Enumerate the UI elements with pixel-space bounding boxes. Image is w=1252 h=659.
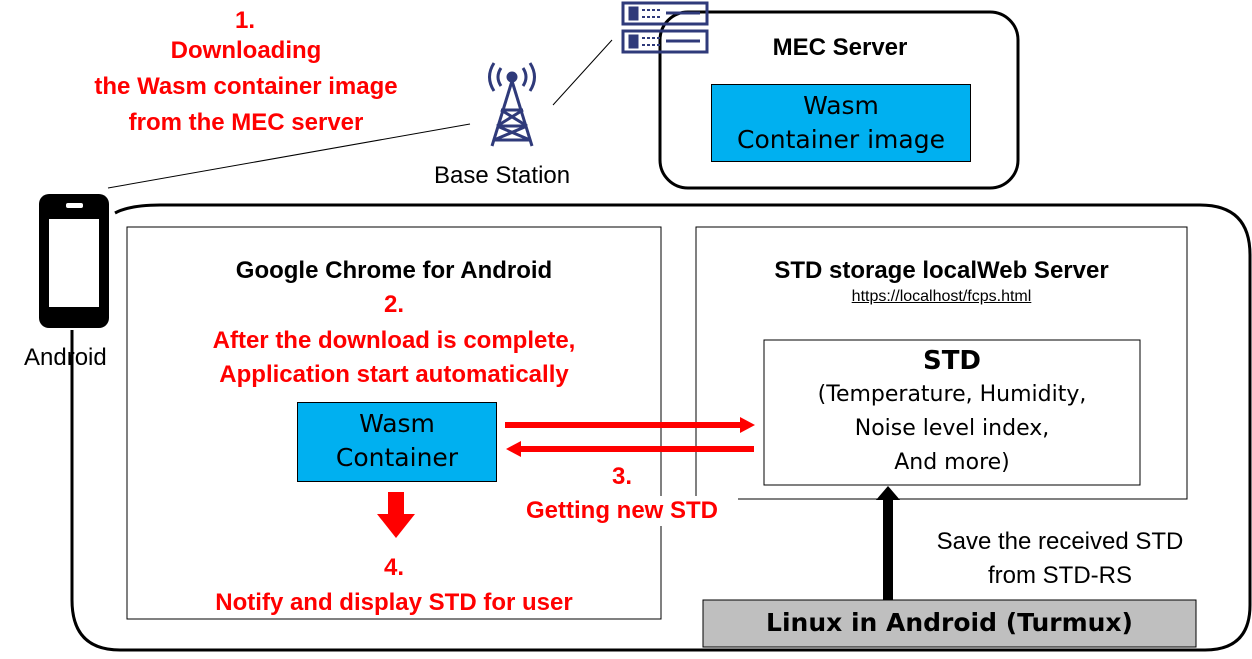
mec-wasm-image-line2: Container image (737, 125, 945, 154)
arrow-container-to-std (505, 417, 755, 433)
mec-server-box (658, 10, 1020, 190)
std-box (763, 339, 1141, 486)
base-station-icon (488, 62, 536, 147)
step2-line1: After the download is complete, (212, 327, 576, 354)
linux-label: Linux in Android (Turmux) (766, 608, 1133, 637)
base-station-label: Base Station (434, 162, 571, 189)
android-frame (70, 203, 1252, 652)
server-rack-icon (621, 1, 709, 54)
step1-line1: Downloading (170, 37, 322, 64)
local-server-url[interactable]: https://localhost/fcps.html (851, 288, 1032, 305)
step1-number: 1. (234, 7, 255, 34)
std-line3: And more) (894, 450, 1010, 475)
local-server-title: STD storage localWeb Server (774, 257, 1109, 284)
step1-line3: from the MEC server (128, 109, 364, 136)
step4-number: 4. (383, 554, 404, 581)
step2-line2: Application start automatically (219, 361, 569, 388)
mec-wasm-image: Wasm Container image (711, 84, 971, 162)
linux-box (702, 599, 1197, 648)
android-label: Android (24, 344, 107, 371)
tower-to-server-line (552, 39, 613, 106)
mec-server-title: MEC Server (772, 34, 908, 61)
mec-wasm-image-line1: Wasm (803, 91, 879, 120)
android-phone-icon (39, 194, 109, 328)
step3-text: Getting new STD (506, 496, 738, 526)
save-note-line1: Save the received STD (936, 528, 1184, 555)
up-arrow (876, 486, 900, 600)
wasm-container-line2: Container (335, 443, 459, 472)
step4-text: Notify and display STD for user (215, 589, 573, 616)
step2-number: 2. (383, 291, 404, 318)
wasm-container-line1: Wasm (359, 409, 435, 438)
wasm-container: Wasm Container (297, 402, 497, 482)
phone-to-tower-line (107, 123, 471, 189)
std-title: STD (922, 346, 982, 376)
chrome-title: Google Chrome for Android (235, 257, 553, 284)
std-line2: Noise level index, (854, 416, 1050, 441)
down-arrow (377, 492, 415, 538)
step1-line2: the Wasm container image (94, 73, 398, 100)
std-line1: (Temperature, Humidity, (817, 382, 1087, 407)
local-server-box (695, 226, 1188, 500)
save-note-line2: from STD-RS (988, 562, 1132, 589)
arrow-std-to-container (506, 441, 754, 457)
step3-number-real: 3. (590, 462, 654, 492)
